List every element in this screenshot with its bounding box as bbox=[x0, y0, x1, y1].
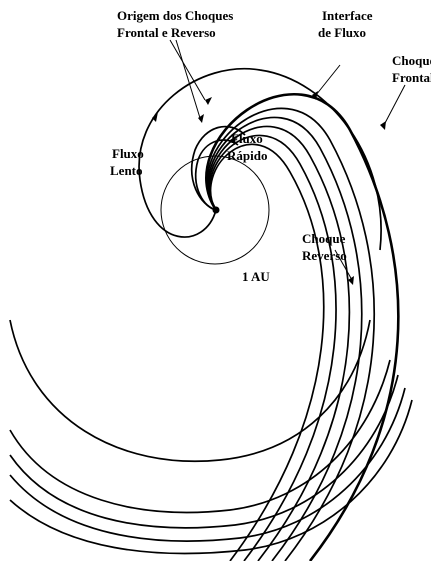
label-origin-line1: Origem dos Choques bbox=[117, 8, 233, 23]
label-reverse-line2: Reverso bbox=[302, 248, 347, 263]
reverse-shock-spiral bbox=[209, 143, 325, 561]
label-reverse-line1: Choque bbox=[302, 231, 346, 246]
outer-loop-spiral-b bbox=[9, 359, 391, 514]
label-interface-line1: Interface bbox=[322, 8, 373, 23]
label-fast-line1: Fluxo bbox=[231, 131, 263, 146]
label-fast-line2: Rápido bbox=[227, 148, 267, 163]
label-slow-line2: Lento bbox=[110, 163, 143, 178]
reverse-shock-leader-line bbox=[334, 249, 353, 281]
outer-loop-spiral-d bbox=[9, 387, 406, 542]
forward-shock-leader-line bbox=[383, 84, 406, 126]
origin-leader-line-2 bbox=[175, 39, 201, 119]
stream-interface-spiral bbox=[208, 125, 351, 561]
outer-loop-spiral-a bbox=[9, 319, 371, 462]
interface-leader-line bbox=[315, 64, 341, 96]
arrow-reverse-shock bbox=[348, 276, 354, 285]
arrow-interface bbox=[312, 91, 318, 100]
label-forward-line2: Frontal bbox=[392, 70, 431, 85]
label-origin-line2: Frontal e Reverso bbox=[117, 25, 216, 40]
arrow-origin-1 bbox=[205, 97, 212, 105]
stream-spiral-4 bbox=[209, 134, 337, 561]
label-orbit-1au: 1 AU bbox=[242, 269, 270, 284]
inner-spiral-2 bbox=[194, 139, 239, 211]
arrow-fast-flow bbox=[230, 136, 236, 145]
label-forward-line1: Choque bbox=[392, 53, 431, 68]
stream-spiral-1 bbox=[206, 107, 375, 561]
label-slow-line1: Fluxo bbox=[112, 146, 144, 161]
origin-leader-line-1 bbox=[169, 39, 206, 101]
arrow-origin-2 bbox=[198, 114, 204, 123]
forward-shock-spiral bbox=[205, 93, 400, 561]
label-interface-line2: de Fluxo bbox=[318, 25, 366, 40]
outer-loop-spiral-e bbox=[9, 399, 413, 555]
stream-spiral-2 bbox=[207, 116, 363, 561]
outer-loop-spiral-c bbox=[9, 374, 399, 529]
arrow-slow-flow bbox=[152, 112, 158, 122]
